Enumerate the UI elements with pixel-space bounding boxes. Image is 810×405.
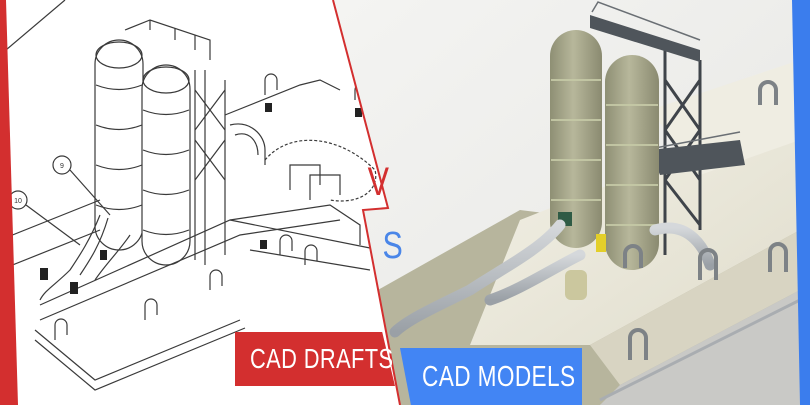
left-red-border [0, 0, 18, 405]
cad-drafts-label: CAD DRAFTS [250, 343, 394, 374]
balloon-label-9: 9 [60, 163, 64, 170]
vs-letter-s: S [382, 225, 403, 267]
vs-divider-line [332, 0, 401, 405]
right-blue-border [792, 0, 810, 405]
vs-letter-v: V [367, 160, 390, 204]
balloon-label-10: 10 [14, 198, 22, 205]
cad-models-label: CAD MODELS [422, 361, 576, 393]
cad-models-label-bg [400, 348, 582, 405]
cad-drafts-label-bg [235, 332, 395, 386]
